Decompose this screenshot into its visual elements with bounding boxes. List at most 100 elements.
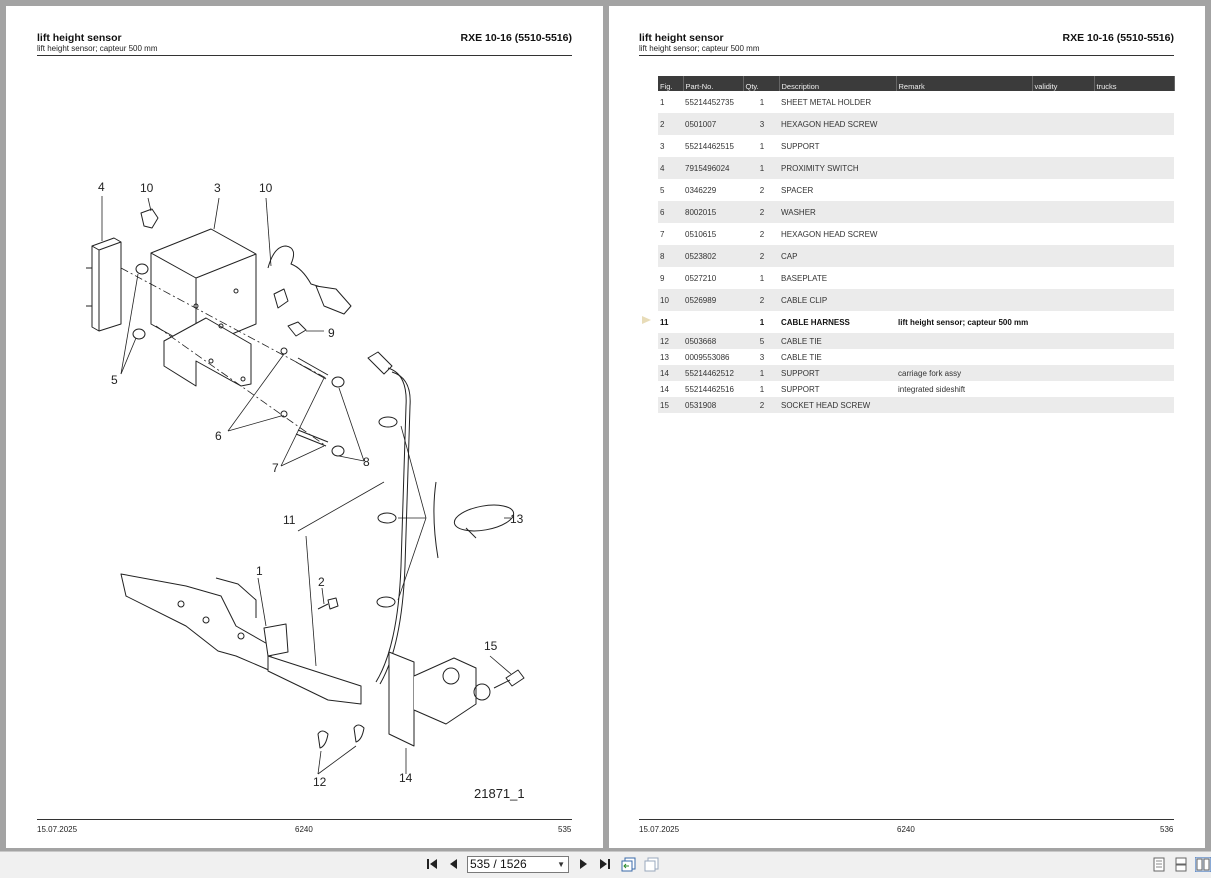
left-footer-divider xyxy=(37,819,572,820)
callout-1: 1 xyxy=(256,564,263,578)
continuous-page-icon[interactable] xyxy=(1174,857,1188,872)
cell-trucks xyxy=(1094,245,1174,267)
two-page-icon[interactable] xyxy=(1195,857,1211,872)
cell-fig: 13 xyxy=(660,352,669,362)
cell-description: SUPPORT xyxy=(781,141,820,151)
cell-description: SOCKET HEAD SCREW xyxy=(779,397,896,413)
callout-14: 14 xyxy=(399,771,413,785)
col-header-trucks: trucks xyxy=(1094,76,1175,91)
cell-part-no: 0510615 xyxy=(685,229,717,239)
dropdown-caret-icon: ▼ xyxy=(557,860,565,869)
cell-validity xyxy=(1032,365,1094,381)
cell-part-no: 0009553086 xyxy=(685,352,730,362)
cell-validity xyxy=(1032,179,1094,201)
cell-qty: 2 xyxy=(743,289,779,311)
cell-qty: 1 xyxy=(743,157,779,179)
callout-7: 7 xyxy=(272,461,279,475)
cell-part-no: 0531908 xyxy=(683,397,743,413)
cell-fig: 1 xyxy=(660,97,665,107)
cell-qty: 2 xyxy=(743,201,779,223)
cell-validity xyxy=(1032,349,1094,365)
support-box-drawing xyxy=(150,228,257,387)
cell-part-no: 0526989 xyxy=(683,289,743,311)
next-page-icon[interactable] xyxy=(577,857,589,871)
callout-4: 4 xyxy=(98,180,105,194)
cell-validity xyxy=(1032,245,1094,267)
cell-qty: 1 xyxy=(759,317,765,327)
cell-qty: 1 xyxy=(759,97,765,107)
cell-part-no: 55214462512 xyxy=(683,365,743,381)
cell-trucks xyxy=(1094,349,1174,365)
cell-validity xyxy=(1032,223,1094,245)
cell-description: CABLE TIE xyxy=(779,333,896,349)
current-row-marker-icon xyxy=(642,316,651,324)
cell-part-no: 0527210 xyxy=(685,273,717,283)
callout-12: 12 xyxy=(313,775,327,789)
callout-9: 9 xyxy=(328,326,335,340)
cell-remark xyxy=(896,113,1032,135)
cell-trucks xyxy=(1094,135,1174,157)
cell-fig: 8 xyxy=(658,245,683,267)
page-number-select[interactable]: 535 / 1526 ▼ xyxy=(467,856,569,873)
cell-qty: 2 xyxy=(759,229,765,239)
cell-part-no: 7915496024 xyxy=(683,157,743,179)
cell-part-no: 55214462516 xyxy=(685,384,734,394)
previous-page-icon[interactable] xyxy=(448,857,460,871)
last-page-icon[interactable] xyxy=(598,857,612,871)
cell-validity xyxy=(1032,397,1094,413)
cell-description: WASHER xyxy=(779,201,896,223)
cell-remark xyxy=(896,289,1032,311)
callout-8: 8 xyxy=(363,455,370,469)
right-page: lift height sensor lift height sensor; c… xyxy=(609,6,1205,848)
cell-validity xyxy=(1032,289,1094,311)
left-footer-date: 15.07.2025 xyxy=(37,825,78,834)
exploded-parts-diagram: 4 10 3 10 9 5 6 7 8 11 13 1 2 15 12 14 2… xyxy=(86,180,525,801)
cell-remark xyxy=(896,179,1032,201)
cell-remark: integrated sideshift xyxy=(898,384,966,394)
page-number-value: 535 / 1526 xyxy=(470,857,527,871)
cell-description: HEXAGON HEAD SCREW xyxy=(779,113,896,135)
left-footer-page-number: 535 xyxy=(558,825,572,834)
cell-fig: 9 xyxy=(660,273,665,283)
col-header-remark: Remark xyxy=(896,76,1033,91)
cell-description: HEXAGON HEAD SCREW xyxy=(781,229,878,239)
col-header-validity: validity xyxy=(1032,76,1095,91)
cell-validity xyxy=(1032,113,1094,135)
cell-remark xyxy=(896,245,1032,267)
callout-3: 3 xyxy=(214,181,221,195)
left-page-model: RXE 10-16 (5510-5516) xyxy=(460,32,573,44)
cell-remark xyxy=(896,397,1032,413)
callout-10b: 10 xyxy=(259,181,273,195)
cell-remark xyxy=(896,267,1032,289)
back-view-icon[interactable] xyxy=(621,857,637,872)
cell-qty: 5 xyxy=(743,333,779,349)
right-page-title: lift height sensor xyxy=(639,32,724,44)
cell-validity xyxy=(1032,311,1094,333)
cell-trucks xyxy=(1094,223,1174,245)
cell-qty: 1 xyxy=(759,384,765,394)
callout-13: 13 xyxy=(510,512,524,526)
cell-remark xyxy=(896,349,1032,365)
parts-table-header: Fig. Part-No. Qty. Description Remark va… xyxy=(658,76,1175,91)
forward-view-icon[interactable] xyxy=(644,857,660,872)
cell-qty: 3 xyxy=(743,113,779,135)
cell-trucks xyxy=(1094,365,1174,381)
cell-qty: 1 xyxy=(759,273,765,283)
cell-fig: 14 xyxy=(658,365,683,381)
right-page-subtitle: lift height sensor; capteur 500 mm xyxy=(639,44,760,53)
first-page-icon[interactable] xyxy=(425,857,439,871)
left-footer-code: 6240 xyxy=(295,825,313,834)
cell-description: SUPPORT xyxy=(781,384,820,394)
col-header-description: Description xyxy=(779,76,897,91)
right-header-divider xyxy=(639,55,1174,56)
cell-validity xyxy=(1032,201,1094,223)
single-page-icon[interactable] xyxy=(1152,857,1166,872)
cell-fig: 10 xyxy=(658,289,683,311)
cell-description: BASEPLATE xyxy=(781,273,828,283)
